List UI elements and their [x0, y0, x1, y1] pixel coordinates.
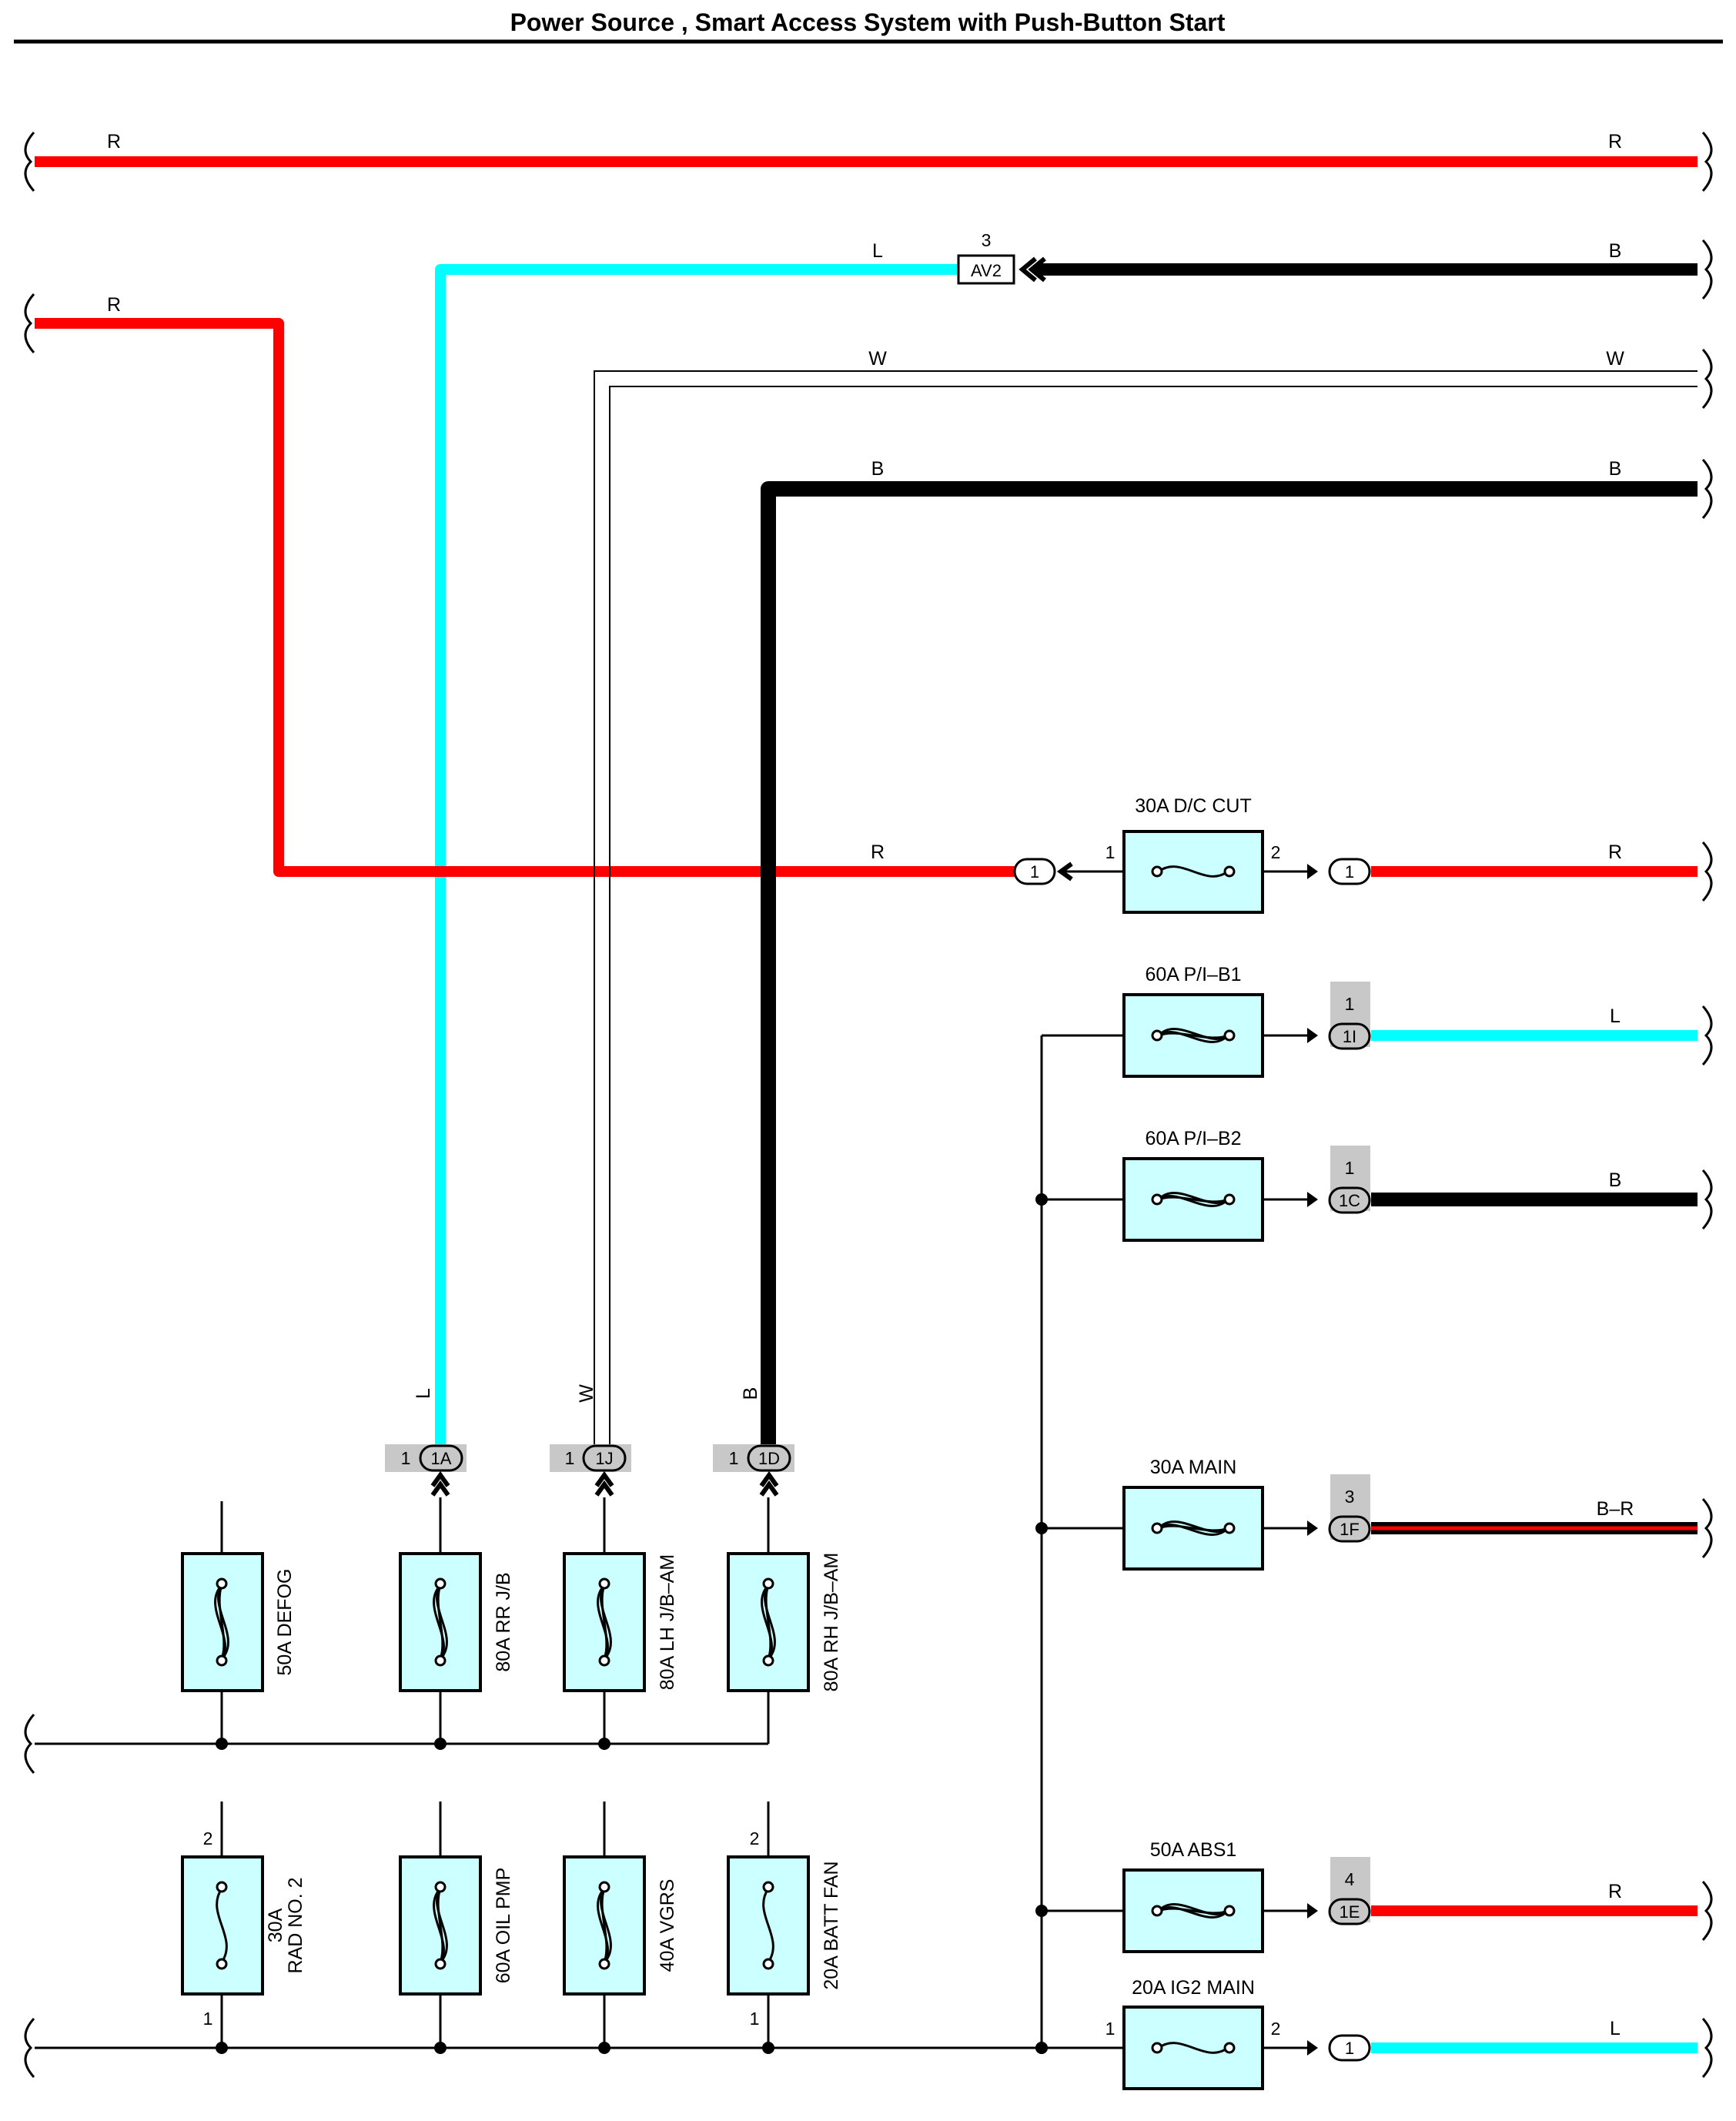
connector-1d: 1D 1 — [713, 1444, 794, 1497]
fuse-rad2 — [181, 1855, 264, 1996]
fuse-lh-jb-label: 80A LH J/B–AM — [657, 1554, 678, 1690]
fuse-batt-fan — [727, 1855, 810, 1996]
pib1-conn-label: 1I — [1343, 1027, 1356, 1046]
connector-1a-pin: 1 — [401, 1448, 411, 1468]
wire-label-main-right: B–R — [1597, 1498, 1634, 1520]
fuse-ig2: 1 — [1035, 2006, 1713, 2090]
connector-av2: AV2 — [957, 254, 1046, 285]
batt-fan-pin-bottom: 1 — [750, 2009, 760, 2029]
connector-1d-pin: 1 — [729, 1448, 739, 1468]
fuse-lh-jb — [563, 1552, 646, 1692]
fuse-abs1-label: 50A ABS1 — [1150, 1839, 1237, 1861]
fuse-main-label: 30A MAIN — [1150, 1457, 1237, 1478]
connector-1d-label: 1D — [758, 1449, 780, 1468]
fuse-rr-jb — [399, 1552, 482, 1692]
dc-cut-out-conn-label: 1 — [1345, 862, 1354, 882]
wire-label-ig2-right: L — [1610, 2018, 1621, 2039]
dc-cut-in-connector: 1 — [1013, 858, 1056, 885]
fuse-oil-pmp-label: 60A OIL PMP — [493, 1868, 514, 1984]
wire-label-r-mid: R — [871, 841, 885, 863]
main-conn-label: 1F — [1340, 1520, 1360, 1539]
fuse-dc-cut: 1 1 — [1013, 830, 1713, 914]
fuse-main: 1F — [1035, 1474, 1713, 1571]
fuse-rad2-label-line1: 30A — [265, 1908, 286, 1942]
dc-cut-pin-in: 1 — [1105, 842, 1116, 862]
batt-fan-pin-top: 2 — [750, 1828, 760, 1848]
fuse-pib2-label: 60A P/I–B2 — [1145, 1128, 1241, 1149]
rad2-pin-top: 2 — [203, 1828, 213, 1848]
fuse-abs1: 1E — [1035, 1857, 1713, 1953]
wire-l-av2 — [435, 239, 1713, 1447]
fuse-batt-fan-label: 20A BATT FAN — [821, 1861, 842, 1989]
fuse-rh-jb-label: 80A RH J/B–AM — [821, 1553, 842, 1692]
connector-1j-label: 1J — [595, 1449, 613, 1468]
ig2-conn-label: 1 — [1345, 2039, 1354, 2058]
wire-label-top-right: R — [1608, 131, 1622, 152]
pib2-conn-label: 1C — [1339, 1191, 1360, 1210]
diagram-title: Power Source , Smart Access System with … — [510, 8, 1226, 36]
fuse-pib1-label: 60A P/I–B1 — [1145, 964, 1241, 985]
wire-top-red — [24, 131, 1713, 192]
pib1-pin: 1 — [1345, 994, 1355, 1014]
wire-label-w-right: W — [1606, 348, 1624, 370]
fuse-defog — [181, 1552, 264, 1692]
connector-1a-label: 1A — [431, 1449, 452, 1468]
pib2-pin: 1 — [1345, 1158, 1355, 1178]
wire-label-pib1-right: L — [1610, 1005, 1621, 1027]
ig2-pin-in: 1 — [1105, 2019, 1116, 2039]
wire-label-b-right-1: B — [1609, 240, 1622, 262]
fuse-rr-jb-label: 80A RR J/B — [493, 1572, 514, 1671]
wire-label-r-right: R — [1608, 841, 1622, 863]
wire-red-bend — [24, 293, 1016, 877]
connector-1j: 1J 1 — [550, 1444, 631, 1497]
wire-black — [761, 458, 1713, 1447]
wire-label-vert-l: L — [413, 1388, 434, 1399]
wire-label-top-left: R — [107, 131, 121, 152]
wire-label-b-mid: B — [871, 458, 885, 480]
dc-cut-in-conn-label: 1 — [1030, 862, 1039, 882]
connector-1j-pin: 1 — [565, 1448, 575, 1468]
connector-av2-label: AV2 — [971, 261, 1002, 280]
fuse-dc-cut-label: 30A D/C CUT — [1135, 795, 1251, 817]
bus-bottom — [24, 1802, 1048, 2079]
abs1-conn-label: 1E — [1340, 1902, 1360, 1922]
connector-av2-pin: 3 — [982, 230, 992, 250]
fuse-rad2-label-line2: RAD NO. 2 — [285, 1877, 306, 1973]
wire-label-w-mid: W — [868, 348, 887, 370]
fuse-ig2-label: 20A IG2 MAIN — [1132, 1977, 1255, 1999]
fuse-rh-jb — [727, 1552, 810, 1692]
wire-label-b-right-2: B — [1609, 458, 1622, 480]
wire-label-pib2-right: B — [1609, 1169, 1622, 1191]
fuse-pib1: 1I — [1122, 982, 1713, 1078]
wire-white — [594, 348, 1713, 1447]
dc-cut-pin-out: 2 — [1271, 842, 1281, 862]
rad2-pin-bottom: 1 — [203, 2009, 213, 2029]
wire-label-abs1-right: R — [1608, 1881, 1622, 1902]
wire-label-r-left: R — [107, 294, 121, 316]
fuse-defog-label: 50A DEFOG — [274, 1569, 296, 1676]
main-pin: 3 — [1345, 1487, 1355, 1507]
ig2-pin-out: 2 — [1271, 2019, 1281, 2039]
fuse-oil-pmp — [399, 1855, 482, 1996]
dc-cut-out-connector: 1 — [1328, 858, 1371, 885]
fuse-vgrs — [563, 1855, 646, 1996]
wire-label-vert-b: B — [740, 1387, 761, 1400]
fuse-pib2: 1C — [1035, 1146, 1713, 1242]
fuse-vgrs-label: 40A VGRS — [657, 1879, 678, 1972]
connector-1a: 1A 1 — [385, 1444, 467, 1497]
wire-label-vert-w: W — [576, 1384, 597, 1403]
abs1-pin: 4 — [1345, 1869, 1355, 1889]
wire-label-l-mid: L — [872, 240, 883, 262]
